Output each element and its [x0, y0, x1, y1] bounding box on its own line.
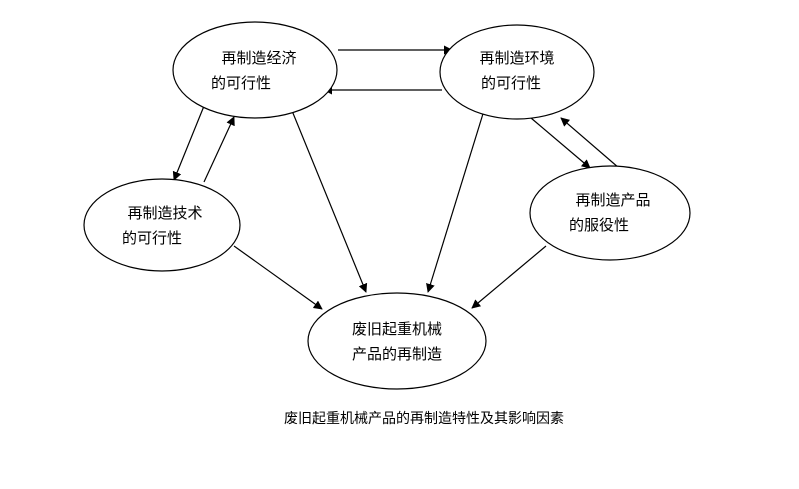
edge-service-to-environment [560, 117, 620, 169]
node-service-performance: 再制造产品 的服役性 [529, 165, 691, 261]
node-technical-feasibility: 再制造技术 的可行性 [83, 178, 241, 272]
edge-technical-to-economic [203, 116, 235, 183]
node-technical-ellipse [83, 178, 241, 272]
node-economic-line2: 的可行性 [211, 74, 271, 92]
node-environment-line1: 再制造环境 [479, 49, 554, 67]
node-center-line1: 废旧起重机械 [352, 320, 442, 338]
node-environment-line2: 的可行性 [481, 74, 541, 92]
node-environment-feasibility: 再制造环境 的可行性 [439, 24, 595, 120]
edge-economic-to-center [285, 95, 368, 293]
node-environment-ellipse [439, 24, 595, 120]
edge-environment-to-center [426, 103, 487, 293]
node-technical-line2: 的可行性 [122, 229, 182, 247]
node-center-ellipse [307, 292, 487, 390]
node-technical-line1: 再制造技术 [127, 204, 202, 222]
edge-technical-to-center [233, 245, 323, 310]
node-service-line2: 的服役性 [569, 216, 629, 234]
node-service-ellipse [529, 165, 691, 261]
node-service-line1: 再制造产品 [575, 191, 650, 209]
edge-economic-to-technical [172, 105, 205, 181]
diagram-caption: 废旧起重机械产品的再制造特性及其影响因素 [284, 411, 564, 427]
edge-environment-to-service [530, 117, 591, 169]
edges-group [172, 45, 620, 310]
node-center-remanufacturing: 废旧起重机械 产品的再制造 [307, 292, 487, 390]
node-economic-ellipse [172, 21, 338, 119]
node-economic-line1: 再制造经济 [221, 49, 296, 67]
edge-service-to-center [471, 245, 547, 309]
node-economic-feasibility: 再制造经济 的可行性 [172, 21, 338, 119]
node-center-line2: 产品的再制造 [352, 345, 442, 363]
